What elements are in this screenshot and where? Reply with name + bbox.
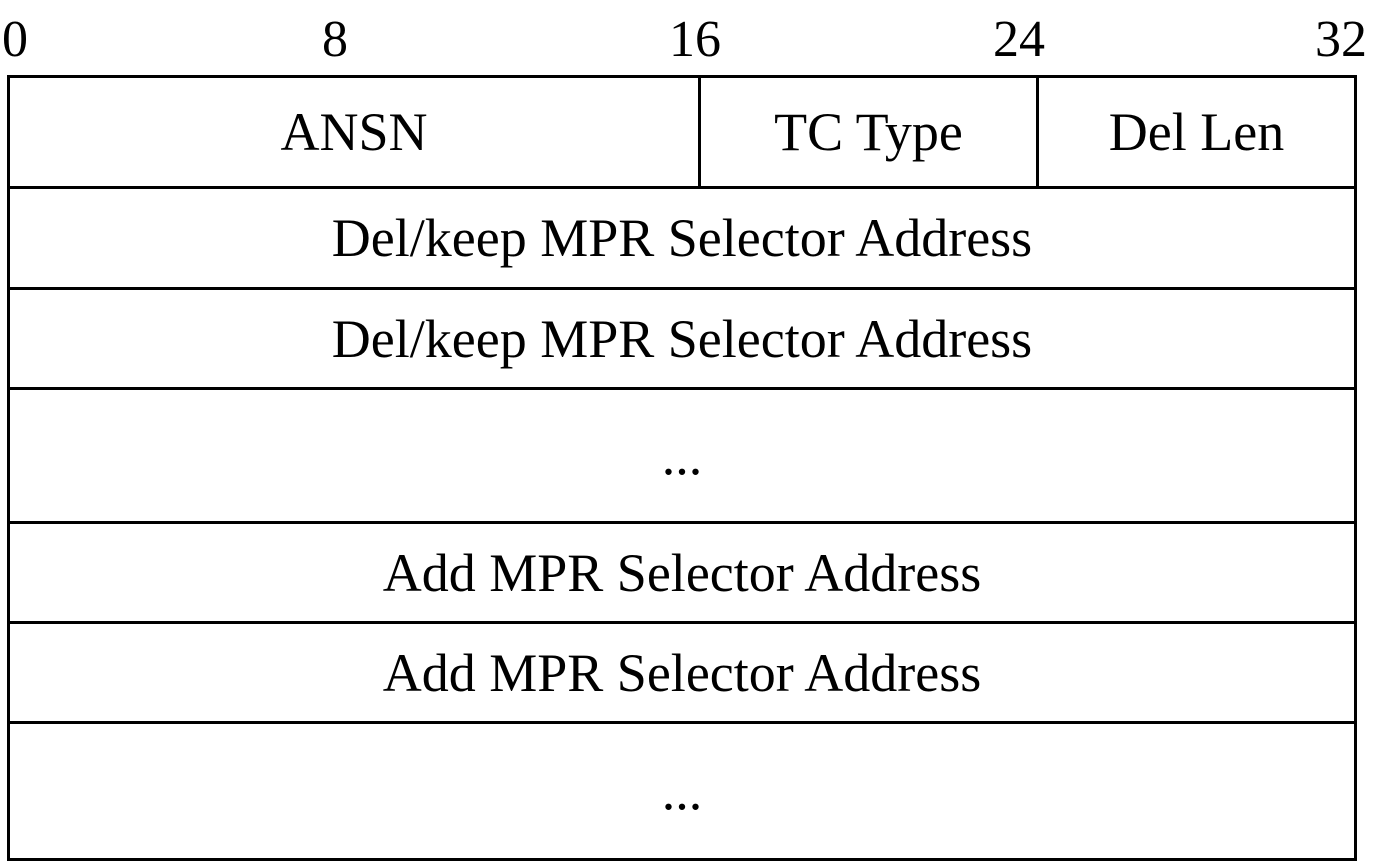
tc-type-field: TC Type — [701, 78, 1039, 186]
bit-label-8: 8 — [322, 11, 348, 68]
bit-label-24: 24 — [993, 11, 1045, 68]
tc-type-label: TC Type — [774, 102, 963, 162]
bit-label-16: 16 — [669, 11, 721, 68]
bit-label-32: 32 — [1315, 11, 1367, 68]
ellipsis-row: ... — [10, 390, 1354, 524]
ansn-field: ANSN — [10, 78, 701, 186]
add-address-row: Add MPR Selector Address — [10, 524, 1354, 624]
ellipsis-label: ... — [661, 761, 703, 821]
packet-frame: ANSN TC Type Del Len Del/keep MPR Select… — [7, 75, 1357, 861]
add-address-label: Add MPR Selector Address — [382, 542, 982, 603]
del-keep-address-row: Del/keep MPR Selector Address — [10, 290, 1354, 390]
ansn-label: ANSN — [280, 102, 428, 162]
bit-label-0: 0 — [2, 11, 28, 68]
del-keep-address-row: Del/keep MPR Selector Address — [10, 189, 1354, 290]
del-len-field: Del Len — [1039, 78, 1354, 186]
add-address-label: Add MPR Selector Address — [382, 642, 982, 703]
add-address-row: Add MPR Selector Address — [10, 624, 1354, 724]
del-len-label: Del Len — [1108, 102, 1285, 162]
del-keep-address-label: Del/keep MPR Selector Address — [331, 208, 1033, 268]
ellipsis-label: ... — [661, 425, 703, 486]
del-keep-address-label: Del/keep MPR Selector Address — [331, 308, 1033, 369]
ellipsis-row: ... — [10, 724, 1354, 858]
header-row: ANSN TC Type Del Len — [10, 78, 1354, 189]
